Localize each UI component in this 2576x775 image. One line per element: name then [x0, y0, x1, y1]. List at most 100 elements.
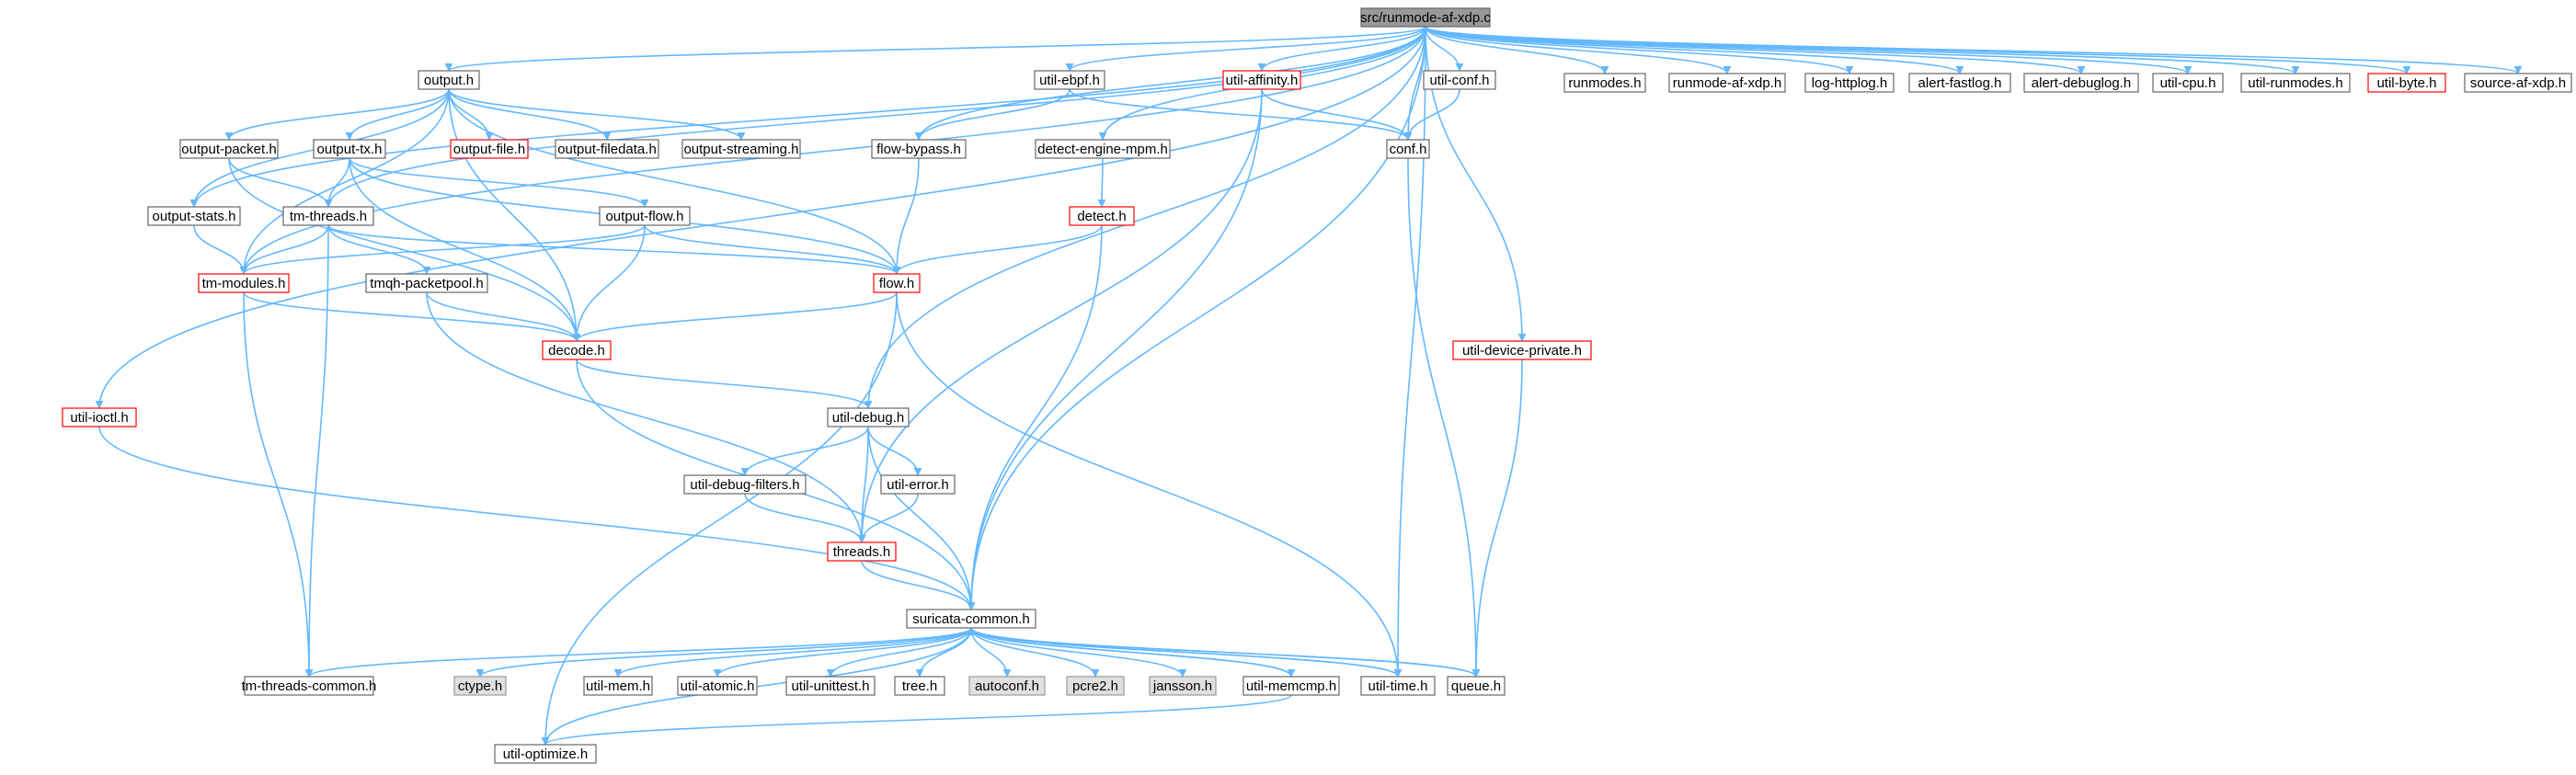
edge-output_h-to-decode_h [448, 88, 581, 342]
node-tmqh_packetpool[interactable]: tmqh-packetpool.h [365, 273, 488, 293]
node-jansson_h[interactable]: jansson.h [1149, 676, 1217, 696]
node-log_httplog[interactable]: log-httplog.h [1804, 73, 1895, 93]
edge-output_flow-to-flow_h [644, 224, 901, 275]
node-util_cpu[interactable]: util-cpu.h [2152, 73, 2224, 93]
edge-output_h-to-output_tx [345, 88, 450, 141]
node-label-decode_h: decode.h [548, 343, 605, 359]
node-util_affinity[interactable]: util-affinity.h [1222, 70, 1301, 90]
node-alert_debuglog[interactable]: alert-debuglog.h [2023, 73, 2139, 93]
edge-root-to-output_stats [189, 26, 1426, 208]
node-box-tree_h [894, 676, 945, 696]
edge-util_time-to-suricata_common [967, 627, 1399, 678]
node-detect_h[interactable]: detect.h [1069, 206, 1135, 226]
node-box-output_packet [179, 139, 279, 159]
node-source_afxdp[interactable]: source-af-xdp.h [2464, 73, 2572, 93]
edge-util_ebpf-to-conf_h [1069, 88, 1413, 141]
node-label-root: src/runmode-af-xdp.c [1360, 10, 1491, 26]
node-tree_h[interactable]: tree.h [894, 676, 945, 696]
node-util_byte[interactable]: util-byte.h [2367, 73, 2446, 93]
edge-root-to-util_debug [864, 26, 1426, 409]
node-alert_fastlog[interactable]: alert-fastlog.h [1908, 73, 2011, 93]
node-label-alert_fastlog: alert-fastlog.h [1918, 75, 2002, 91]
edge-flow_bypass-to-flow_h [892, 157, 920, 275]
edge-tm_threads-to-tm_threads_common [304, 224, 329, 678]
node-label-autoconf_h: autoconf.h [975, 678, 1039, 694]
node-util_conf[interactable]: util-conf.h [1423, 70, 1496, 90]
node-box-util_runmodes [2240, 73, 2351, 93]
node-autoconf_h[interactable]: autoconf.h [968, 676, 1046, 696]
node-detect_engine_mpm[interactable]: detect-engine-mpm.h [1035, 139, 1171, 159]
node-box-output_filedata [555, 139, 659, 159]
node-output_packet[interactable]: output-packet.h [179, 139, 279, 159]
edge-util_memcmp-to-suricata_common [967, 627, 1292, 678]
node-ctype_h[interactable]: ctype.h [453, 676, 507, 696]
node-box-util_debug_filters [683, 474, 807, 495]
node-tm_threads[interactable]: tm-threads.h [282, 206, 374, 226]
node-threads_h[interactable]: threads.h [827, 541, 897, 562]
node-label-output_h: output.h [424, 73, 474, 88]
node-box-queue_h [1447, 676, 1506, 696]
node-util_debug[interactable]: util-debug.h [827, 407, 910, 427]
node-box-output_flow [599, 206, 691, 226]
node-output_stats[interactable]: output-stats.h [147, 206, 241, 226]
node-output_tx[interactable]: output-tx.h [313, 139, 386, 159]
node-label-util_debug: util-debug.h [832, 410, 904, 426]
node-util_debug_filters[interactable]: util-debug-filters.h [683, 474, 807, 495]
node-box-alert_debuglog [2023, 73, 2139, 93]
node-runmodes[interactable]: runmodes.h [1563, 73, 1646, 93]
node-output_h[interactable]: output.h [418, 70, 480, 90]
node-box-tmqh_packetpool [365, 273, 488, 293]
node-output_flow[interactable]: output-flow.h [599, 206, 691, 226]
node-util_memcmp[interactable]: util-memcmp.h [1242, 676, 1340, 696]
node-label-output_filedata: output-filedata.h [557, 142, 657, 157]
edge-tm_modules-to-tm_threads_common [243, 291, 314, 678]
node-util_atomic[interactable]: util-atomic.h [677, 676, 758, 696]
node-output_filedata[interactable]: output-filedata.h [555, 139, 659, 159]
node-suricata_common[interactable]: suricata-common.h [906, 609, 1036, 629]
node-flow_bypass[interactable]: flow-bypass.h [871, 139, 967, 159]
node-util_unittest[interactable]: util-unittest.h [785, 676, 876, 696]
edge-root-to-util_ebpf [1065, 26, 1426, 72]
node-decode_h[interactable]: decode.h [542, 340, 612, 360]
node-queue_h[interactable]: queue.h [1447, 676, 1506, 696]
node-label-runmode_afxdp: runmode-af-xdp.h [1673, 75, 1781, 91]
edge-root-to-util_ioctl [95, 26, 1426, 409]
node-util_time[interactable]: util-time.h [1360, 676, 1436, 696]
node-output_file[interactable]: output-file.h [450, 139, 529, 159]
node-util_optimize[interactable]: util-optimize.h [494, 744, 597, 764]
node-label-detect_h: detect.h [1077, 209, 1126, 224]
node-box-util_ebpf [1034, 70, 1105, 90]
node-label-util_optimize: util-optimize.h [503, 747, 589, 762]
node-label-flow_bypass: flow-bypass.h [876, 142, 961, 157]
node-util_ioctl[interactable]: util-ioctl.h [62, 407, 137, 427]
node-label-util_mem: util-mem.h [586, 678, 650, 694]
node-box-flow_h [873, 273, 921, 293]
node-runmode_afxdp[interactable]: runmode-af-xdp.h [1668, 73, 1786, 93]
edge-decode_h-to-util_debug [576, 359, 873, 409]
node-util_runmodes[interactable]: util-runmodes.h [2240, 73, 2351, 93]
edge-output_packet-to-tm_threads [228, 157, 333, 208]
node-flow_h[interactable]: flow.h [873, 273, 921, 293]
node-conf_h[interactable]: conf.h [1386, 139, 1430, 159]
edge-suricata_common-to-ctype_h [475, 627, 972, 678]
node-output_streaming[interactable]: output-streaming.h [681, 139, 801, 159]
edge-util_affinity-to-threads_h [857, 88, 1263, 543]
node-pcre2_h[interactable]: pcre2.h [1066, 676, 1125, 696]
node-util_ebpf[interactable]: util-ebpf.h [1034, 70, 1105, 90]
edge-output_packet-to-decode_h [228, 157, 581, 342]
node-box-util_byte [2367, 73, 2446, 93]
edge-detect_engine_mpm-to-detect_h [1097, 157, 1106, 208]
node-tm_modules[interactable]: tm-modules.h [198, 273, 290, 293]
edge-detect_h-to-suricata_common [967, 224, 1103, 610]
edge-root-to-tm_modules [239, 26, 1426, 275]
edge-root-to-output_h [444, 26, 1426, 72]
node-box-util_error [880, 474, 956, 495]
node-box-runmodes [1563, 73, 1646, 93]
node-label-output_stats: output-stats.h [153, 209, 236, 224]
edge-output_h-to-output_packet [224, 88, 450, 141]
node-util_mem[interactable]: util-mem.h [583, 676, 653, 696]
node-root[interactable]: src/runmode-af-xdp.c [1360, 7, 1491, 28]
node-util_error[interactable]: util-error.h [880, 474, 956, 495]
node-tm_threads_common[interactable]: tm-threads-common.h [242, 676, 377, 696]
node-util_device_private[interactable]: util-device-private.h [1452, 340, 1592, 360]
